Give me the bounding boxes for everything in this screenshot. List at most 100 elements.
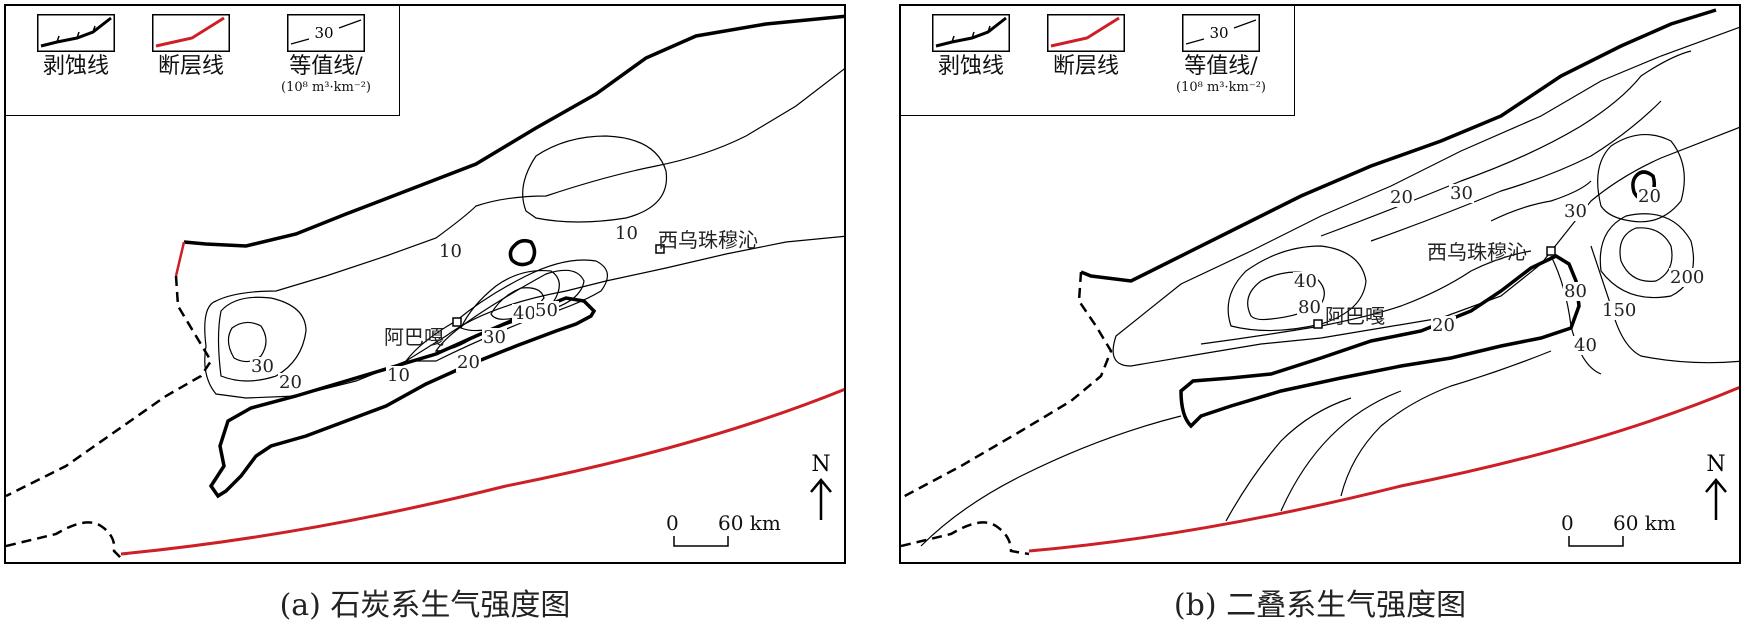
contour-20-mid — [1200, 250, 1532, 345]
contour-label: 10 — [614, 223, 639, 244]
map-panel-a: 剥蚀线 断层线 30 等值线/ (10⁸ m³·km⁻²) 10 10 10 2… — [4, 4, 846, 564]
contour-label: 200 — [1669, 267, 1706, 288]
erosion-line-icon — [932, 14, 1010, 52]
erosion-line-upper — [1080, 8, 1717, 283]
contour-150 — [1599, 213, 1695, 299]
dashed-boundary-bottom — [6, 521, 122, 559]
scale-bar — [673, 536, 729, 547]
scale-bar — [1568, 536, 1624, 547]
place-label-xiwuzhumuqin: 西乌珠穆沁 — [1427, 240, 1527, 264]
contour-30 — [1370, 100, 1662, 242]
legend-label-fault: 断层线 — [1052, 54, 1119, 79]
contour-label: 50 — [534, 300, 559, 321]
contour-label: 30 — [1563, 201, 1588, 222]
contour-200 — [1619, 227, 1673, 282]
legend-unit: (10⁸ m³·km⁻²) — [281, 80, 371, 95]
scale-zero: 0 — [1561, 511, 1574, 535]
contour-label: 10 — [438, 241, 463, 262]
contour-40 — [460, 269, 560, 332]
legend-label-erosion: 剥蚀线 — [42, 54, 109, 79]
contour-label: 80 — [1297, 297, 1322, 318]
fault-line — [120, 387, 844, 556]
erosion-island — [508, 238, 537, 267]
contour-20-west — [217, 296, 307, 382]
contour-label: 20 — [456, 352, 481, 373]
legend: 剥蚀线 断层线 30 等值线/ (10⁸ m³·km⁻²) — [6, 6, 400, 116]
caption-b: (b) 二叠系生气强度图 — [1173, 588, 1467, 623]
contour-label: 30 — [1449, 183, 1474, 204]
legend-label-erosion: 剥蚀线 — [937, 54, 1004, 79]
legend-item-fault: 断层线 — [136, 14, 246, 80]
contour-label: 30 — [250, 356, 275, 377]
dashed-boundary-west — [901, 271, 1113, 500]
erosion-line-upper — [183, 14, 844, 248]
contour-10 — [204, 68, 844, 399]
contour-label: 40 — [1293, 271, 1318, 292]
north-arrow-icon — [1705, 478, 1727, 520]
legend: 剥蚀线 断层线 30 等值线/ (10⁸ m³·km⁻²) — [901, 6, 1295, 116]
dashed-boundary-west — [6, 275, 213, 498]
legend-item-erosion: 剥蚀线 — [916, 14, 1026, 80]
map-panel-b: 剥蚀线 断层线 30 等值线/ (10⁸ m³·km⁻²) 20 30 40 8… — [899, 4, 1741, 564]
contour-80-left — [1247, 271, 1325, 321]
contour-south-4 — [920, 415, 1182, 547]
place-marker-abaga — [452, 317, 462, 327]
place-marker-xiwu — [655, 244, 665, 254]
erosion-line-lower — [208, 296, 597, 499]
contour-50 — [490, 287, 545, 320]
place-marker-xiwu — [1546, 246, 1556, 256]
legend-label-contour: 等值线/ — [289, 54, 363, 79]
legend-item-erosion: 剥蚀线 — [21, 14, 131, 80]
legend-item-fault: 断层线 — [1031, 14, 1141, 80]
contour-east-80 — [1550, 255, 1602, 375]
place-label-abaga: 阿巴嘎 — [1325, 304, 1385, 328]
scale-label: 60 km — [718, 511, 781, 535]
contour-20 — [1320, 50, 1692, 237]
legend-label-fault: 断层线 — [157, 54, 224, 79]
north-label: N — [811, 452, 831, 477]
caption-a: (a) 石炭系生气强度图 — [279, 588, 571, 623]
contour-line-icon: 30 — [1182, 14, 1260, 52]
contour-label: 20 — [1637, 186, 1662, 207]
contour-30-mid — [1490, 180, 1592, 222]
fault-stub — [174, 241, 186, 277]
contour-label: 80 — [1563, 281, 1588, 302]
north-arrow: N — [1701, 454, 1731, 526]
place-label-xiwuzhumuqin: 西乌珠穆沁 — [658, 228, 758, 252]
scale-zero: 0 — [666, 511, 679, 535]
place-marker-abaga — [1313, 319, 1323, 329]
map-a-drawing — [6, 14, 844, 559]
north-arrow: N — [806, 454, 836, 526]
contour-south-3 — [1340, 350, 1552, 497]
legend-unit: (10⁸ m³·km⁻²) — [1176, 80, 1266, 95]
scale-label: 60 km — [1613, 511, 1676, 535]
erosion-line-icon — [37, 14, 115, 52]
contour-10b — [522, 135, 668, 223]
contour-label: 150 — [1601, 300, 1638, 321]
contour-south-2 — [1225, 397, 1352, 522]
contour-line-icon: 30 — [287, 14, 365, 52]
legend-label-contour: 等值线/ — [1184, 54, 1258, 79]
fault-line-icon — [152, 14, 230, 52]
contour-sample-label: 30 — [314, 24, 333, 42]
contour-east-40 — [1590, 245, 1739, 364]
contour-label: 40 — [512, 303, 537, 324]
north-label: N — [1706, 452, 1726, 477]
contour-label: 30 — [482, 327, 507, 348]
contour-label: 10 — [386, 365, 411, 386]
contour-east-20 — [1597, 133, 1685, 223]
legend-item-contour: 30 等值线/ (10⁸ m³·km⁻²) — [261, 14, 391, 96]
contour-south-1 — [1280, 390, 1402, 512]
fault-line — [1028, 386, 1739, 553]
fault-line-icon — [1047, 14, 1125, 52]
contour-label: 20 — [1431, 315, 1456, 336]
dashed-boundary-bottom — [901, 521, 1030, 556]
contour-label: 20 — [278, 372, 303, 393]
legend-item-contour: 30 等值线/ (10⁸ m³·km⁻²) — [1156, 14, 1286, 96]
place-label-abaga: 阿巴嘎 — [384, 325, 444, 349]
contour-40-left — [1227, 245, 1367, 332]
contour-label: 20 — [1389, 187, 1414, 208]
contour-label: 40 — [1573, 335, 1598, 356]
contour-30-east — [434, 269, 585, 352]
contour-outer — [1112, 26, 1739, 367]
